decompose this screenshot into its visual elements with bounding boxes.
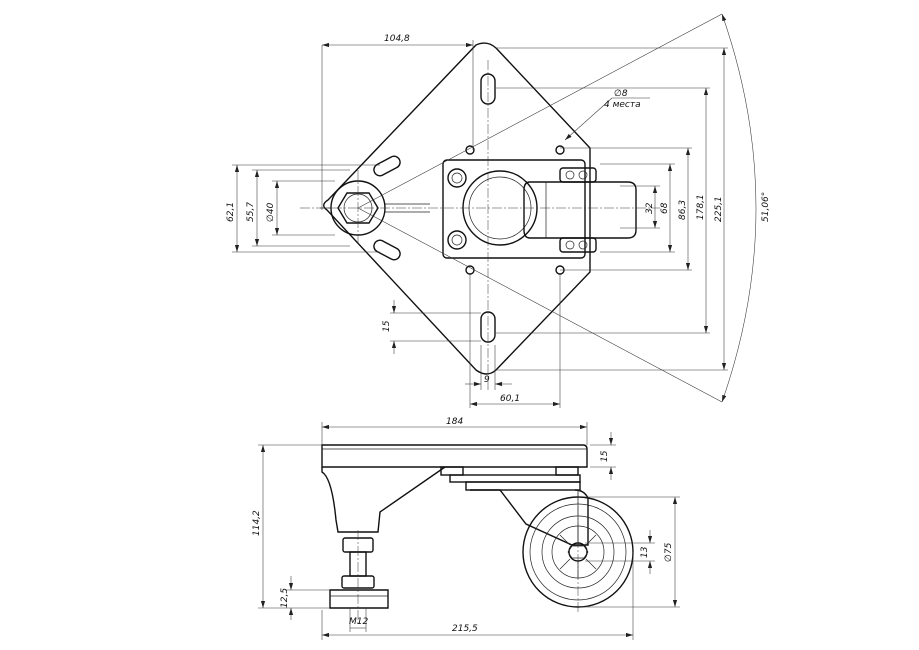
dim-178-1: 178,1: [696, 194, 706, 220]
dim-12-5: 12,5: [280, 588, 290, 608]
dim-184: 184: [446, 417, 463, 427]
wheel-top-view: [523, 181, 637, 239]
dim-32: 32: [645, 202, 655, 214]
dim-114-2: 114,2: [252, 510, 262, 536]
dim-9: 9: [484, 375, 490, 385]
dim-55-7: 55,7: [246, 202, 256, 222]
caster-fork: [470, 489, 589, 546]
slot-left-upper: [373, 155, 401, 177]
dim-phi-8: ∅8: [614, 89, 628, 99]
dim-phi-75: ∅75: [664, 542, 674, 562]
side-view: 184 15 114,2 12,5 13 ∅75 M12: [252, 417, 680, 640]
dim-86-3: 86,3: [678, 200, 688, 220]
dim-60-1: 60,1: [500, 394, 520, 404]
slot-left-lower: [373, 239, 401, 261]
side-mount-plate: [321, 444, 588, 468]
dim-m12: M12: [349, 617, 368, 627]
axle-nut-bottom: [559, 237, 597, 253]
mounting-plate-outline: [323, 42, 591, 375]
dim-104-8: 104,8: [384, 34, 410, 44]
dim-15-side: 15: [600, 450, 610, 462]
dim-225-1: 225,1: [714, 196, 724, 222]
caster-swivel-plate: [465, 481, 581, 491]
dim-angle-51-06: 51,06°: [761, 192, 771, 222]
axle-nut-top: [559, 167, 597, 183]
dim-13: 13: [640, 546, 650, 558]
foot-bracket: [321, 466, 446, 533]
dim-68: 68: [660, 202, 670, 214]
dim-15-top: 15: [382, 320, 392, 332]
dim-phi-40: ∅40: [266, 202, 276, 222]
top-view: 104,8 62,1 55,7 ∅40 ∅8 4 места 32 68 86,…: [226, 13, 771, 408]
note-4-places: 4 места: [604, 100, 641, 110]
dim-62-1: 62,1: [226, 202, 236, 222]
leveling-pad: [329, 589, 389, 609]
caster-top-plate: [442, 159, 586, 259]
dim-215-5: 215,5: [452, 624, 478, 634]
